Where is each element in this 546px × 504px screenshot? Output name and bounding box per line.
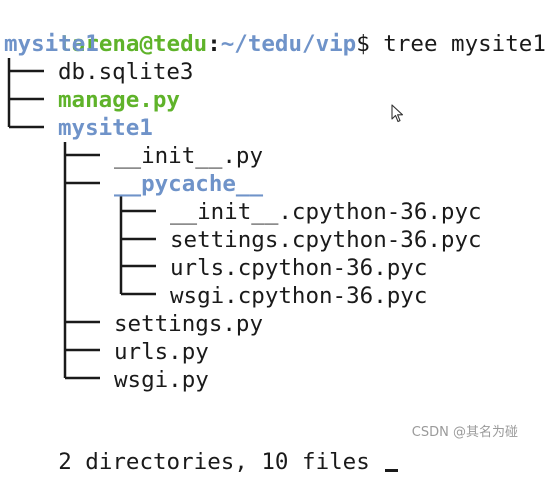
prompt-colon: : xyxy=(207,31,221,57)
tree-item-init-pyc: __init__.cpython-36.pyc xyxy=(170,199,482,225)
tree-root-dir: mysite1 xyxy=(4,31,99,57)
tree-item-settings-py: settings.py xyxy=(114,311,264,337)
mouse-pointer-icon xyxy=(391,104,404,123)
prompt-symbol: $ xyxy=(356,31,370,57)
prompt-line: tarena@tedu:~/tedu/vip$ tree mysite1 xyxy=(4,2,546,57)
csdn-watermark: CSDN @其名为碰 xyxy=(411,425,518,440)
tree-item-urls-pyc: urls.cpython-36.pyc xyxy=(170,255,428,281)
tree-item-pycache-dir: __pycache__ xyxy=(114,171,264,197)
command-text: tree mysite1 xyxy=(369,31,546,57)
terminal-window[interactable]: tarena@tedu:~/tedu/vip$ tree mysite1 mys… xyxy=(0,0,546,475)
tree-item-wsgi-pyc: wsgi.cpython-36.pyc xyxy=(170,283,428,309)
tree-item-settings-pyc: settings.cpython-36.pyc xyxy=(170,227,482,253)
tree-summary-line: 2 directories, 10 files xyxy=(4,420,399,475)
tree-item-urls-py: urls.py xyxy=(114,339,209,365)
prompt-path: ~/tedu/vip xyxy=(220,31,357,57)
tree-item-db-sqlite3: db.sqlite3 xyxy=(58,59,194,85)
tree-item-init-py: __init__.py xyxy=(114,143,264,169)
tree-item-wsgi-py: wsgi.py xyxy=(114,367,209,393)
tree-item-mysite1-dir: mysite1 xyxy=(58,115,153,141)
tree-item-manage-py: manage.py xyxy=(58,87,180,113)
text-cursor-icon xyxy=(385,469,399,472)
prompt-user-host: tarena@tedu xyxy=(58,31,208,57)
tree-summary-text: 2 directories, 10 files xyxy=(58,449,384,475)
